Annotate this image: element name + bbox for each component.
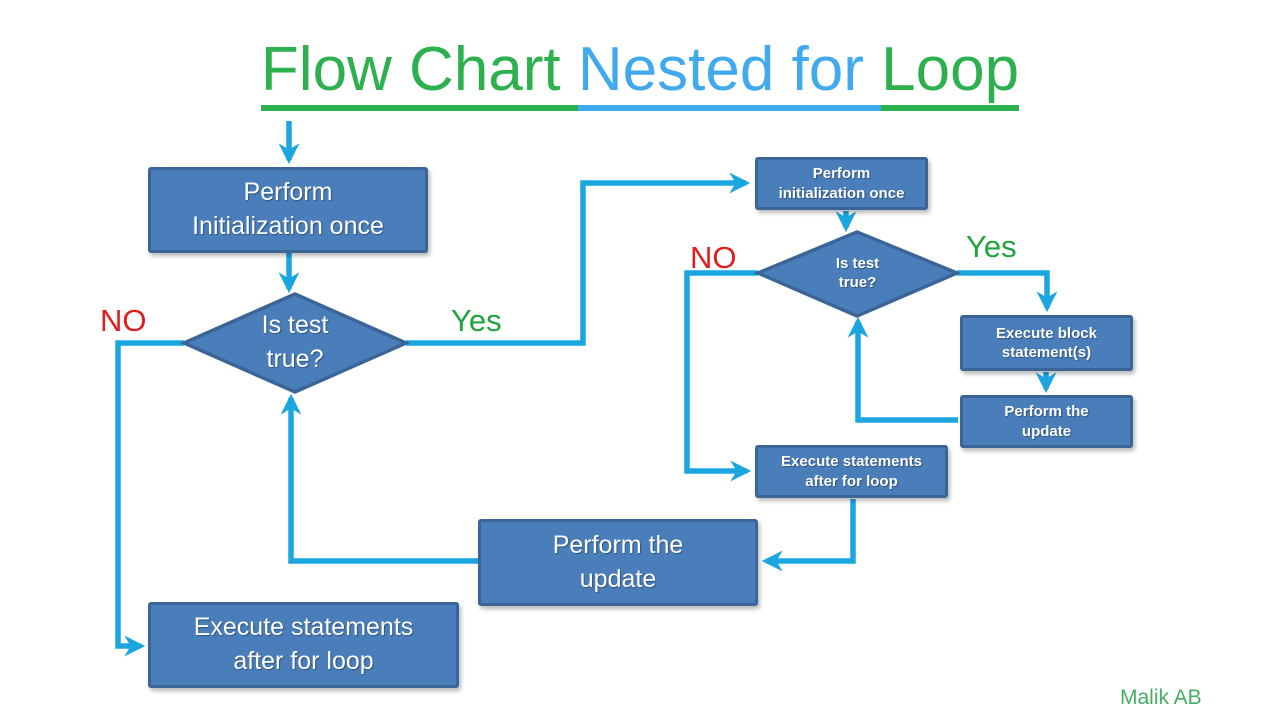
node-text-line: Execute statements [781, 453, 922, 470]
edge-inner-update-to-inner-diamond [847, 316, 958, 423]
node-text-line: after for loop [805, 472, 898, 490]
node-text-line: Perform the [552, 530, 684, 559]
node-text-line: Execute statements [193, 613, 414, 642]
node-outer-perform-initialization: Perform Initialization once [148, 167, 428, 253]
edge-outer-update-to-outer-diamond [280, 393, 478, 564]
inner-no-label: NO [690, 240, 737, 275]
node-text-line: Execute block [996, 324, 1097, 342]
node-text-line: Initialization once [192, 212, 384, 240]
node-text-line: update [579, 564, 657, 593]
outer-decision-label: Is test true? [184, 296, 406, 390]
node-outer-perform-update: Perform the update [478, 519, 758, 606]
node-text-line: Is test [261, 311, 329, 340]
edge-inner-no-to-inner-after [684, 270, 758, 482]
page-title: Flow Chart Nested for Loop [0, 34, 1280, 111]
inner-decision-label: Is test true? [758, 234, 957, 312]
edge-inner-after-to-outer-update [761, 499, 856, 572]
node-outer-execute-after-loop: Execute statements after for loop [148, 602, 459, 688]
node-inner-perform-update: Perform the update [960, 395, 1133, 448]
node-text-line: Perform the [1004, 403, 1089, 420]
author-watermark: Malik AB [1120, 686, 1202, 709]
node-text-line: after for loop [233, 647, 374, 675]
node-text-line: Is test [835, 254, 880, 272]
node-inner-execute-block: Execute block statement(s) [960, 315, 1133, 371]
inner-yes-label: Yes [966, 229, 1017, 264]
node-text-line: true? [266, 345, 324, 373]
outer-yes-label: Yes [451, 303, 502, 338]
inner-decision-diamond [753, 230, 962, 318]
outer-decision-diamond [179, 292, 411, 394]
edge-outer-no-to-after-loop [115, 340, 184, 657]
title-segment-nested-for: Nested for [577, 35, 882, 111]
node-inner-perform-initialization: Perform initialization once [755, 157, 928, 210]
node-text-line: Perform [243, 178, 333, 207]
node-text-line: update [1021, 422, 1072, 440]
title-segment-flow-chart: Flow Chart [260, 35, 578, 111]
node-text-line: statement(s) [1001, 344, 1092, 361]
edge-inner-yes-to-exec-block [957, 270, 1058, 313]
node-text-line: initialization once [778, 184, 905, 202]
edge-outer-yes-to-inner-init [406, 172, 751, 346]
title-segment-loop: Loop [881, 35, 1020, 111]
node-text-line: Perform [812, 165, 871, 182]
node-text-line: true? [838, 274, 877, 291]
outer-no-label: NO [100, 303, 147, 338]
node-inner-execute-after-loop: Execute statements after for loop [755, 445, 948, 498]
